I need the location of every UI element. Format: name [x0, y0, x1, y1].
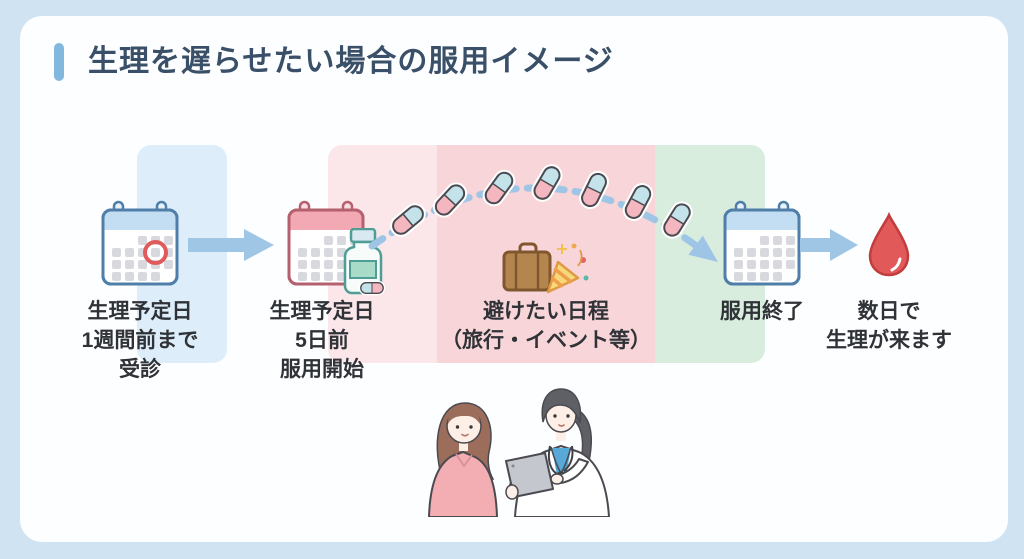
- pill-capsule-icon: [433, 182, 468, 218]
- step-3-label: 避けたい日程 （旅行・イベント等）: [426, 297, 666, 355]
- step-label-line: 生理予定日: [269, 300, 375, 323]
- step-4-label: 服用終了: [682, 297, 842, 326]
- marked-date-circle: [143, 240, 168, 265]
- patient-sweater: [428, 451, 498, 517]
- pill-capsule-icon: [579, 171, 608, 209]
- step-label-line: 服用終了: [720, 300, 804, 323]
- arrow-right-icon: [188, 229, 274, 261]
- medicine-bottle-icon: [343, 228, 386, 296]
- patient-figure: [428, 402, 498, 517]
- suitcase-party-popper-icon: [502, 242, 589, 294]
- step-label-line: 5日前: [295, 329, 349, 352]
- title-accent-bar: [54, 43, 64, 81]
- step-label-line: 生理予定日: [87, 300, 193, 323]
- step-label-line: 1週間前まで: [81, 329, 199, 352]
- doctor-figure: [505, 388, 610, 517]
- calendar-end-icon: [723, 200, 801, 286]
- page-title: 生理を遅らせたい場合の服用イメージ: [88, 45, 614, 78]
- step-label-line: 服用開始: [280, 358, 364, 381]
- step-1-label: 生理予定日 1週間前まで 受診: [40, 297, 240, 384]
- step-label-line: 受診: [119, 358, 161, 381]
- step-label-line: 数日で: [857, 300, 921, 323]
- pill-capsule-icon: [483, 170, 516, 207]
- step-label-line: 避けたい日程: [483, 300, 609, 323]
- pill-capsule-icon: [390, 203, 426, 237]
- pill-capsule-icon: [358, 280, 386, 296]
- blood-drop-icon: [868, 212, 910, 277]
- pill-capsule-icon: [532, 164, 563, 201]
- doctor-hair: [541, 388, 582, 424]
- title-row: 生理を遅らせたい場合の服用イメージ: [54, 43, 614, 81]
- arrow-right-icon: [800, 229, 858, 261]
- pill-capsule-icon: [661, 201, 693, 238]
- step-2-label: 生理予定日 5日前 服用開始: [222, 297, 422, 384]
- pill-arc-arrow: [368, 158, 718, 263]
- patient-doctor-illustration: [428, 388, 610, 517]
- calendar-marked-icon: [101, 200, 179, 286]
- step-5-label: 数日で 生理が来ます: [809, 297, 969, 355]
- step-label-line: （旅行・イベント等）: [441, 329, 651, 352]
- step-label-line: 生理が来ます: [826, 329, 952, 352]
